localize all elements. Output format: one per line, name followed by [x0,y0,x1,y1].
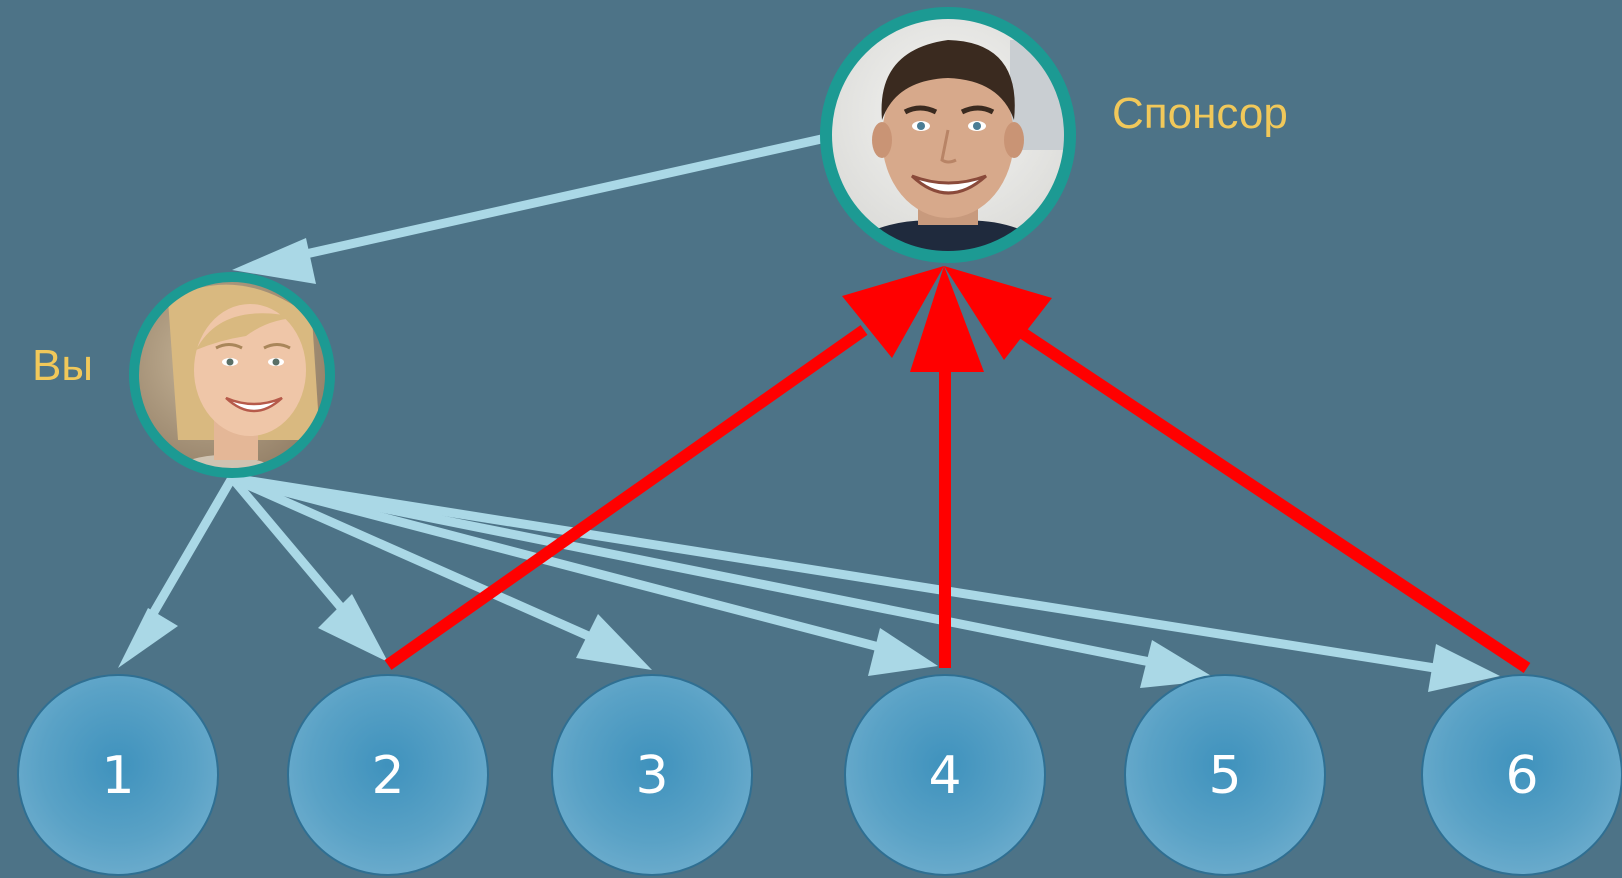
recruit-number: 1 [101,746,134,806]
recruit-node-5: 5 [1124,674,1326,876]
red-arrow-2-to-sponsor [384,325,868,670]
red-arrowheads [842,266,1052,372]
recruit-node-3: 3 [551,674,753,876]
arrowhead-3 [576,614,652,670]
sponsor-avatar-ring [820,7,1076,263]
recruit-node-2: 2 [287,674,489,876]
red-head-4 [910,266,984,372]
recruit-circle [844,674,1046,876]
recruit-number: 4 [928,746,961,806]
smiling-woman-photo-icon [134,277,330,473]
arrow-you-to-5 [227,473,1185,673]
recruit-circle [17,674,219,876]
recruit-number: 5 [1208,746,1241,806]
arrow-you-to-1 [135,473,237,641]
you-to-recruits-arrows [135,133,1465,677]
recruit-node-6: 6 [1421,674,1622,876]
arrowhead-you [232,238,316,284]
recruit-circle [1421,674,1622,876]
recruit-circle [551,674,753,876]
arrowhead-6 [1428,644,1500,692]
sponsor-label: Спонсор [1112,89,1288,138]
recruits-to-sponsor-arrows [384,325,1531,673]
recruit-circle [1124,674,1326,876]
recruit-number: 6 [1505,746,1538,806]
arrowhead-4 [868,628,938,676]
you-avatar-ring [129,272,335,478]
recruit-circle [287,674,489,876]
recruit-nodes: 1 2 3 4 5 6 [17,674,1622,876]
you-avatar [129,272,335,478]
arrowhead-2 [318,594,388,662]
sponsor-avatar [820,7,1076,263]
red-head-2 [842,266,944,358]
arrowhead-1 [118,608,178,668]
recruit-node-4: 4 [844,674,1046,876]
you-label: Вы [32,341,93,390]
red-head-6 [944,266,1052,360]
arrow-you-to-4 [227,473,903,657]
light-arrowheads [118,238,1500,692]
arrowhead-5 [1140,640,1218,688]
arrow-you-to-3 [227,473,625,655]
recruit-number: 2 [371,746,404,806]
recruit-number: 3 [635,746,668,806]
recruit-node-1: 1 [17,674,219,876]
red-arrow-6-to-sponsor [1014,325,1531,673]
arrow-you-to-6 [227,473,1465,677]
arrow-sponsor-to-you [265,133,831,267]
